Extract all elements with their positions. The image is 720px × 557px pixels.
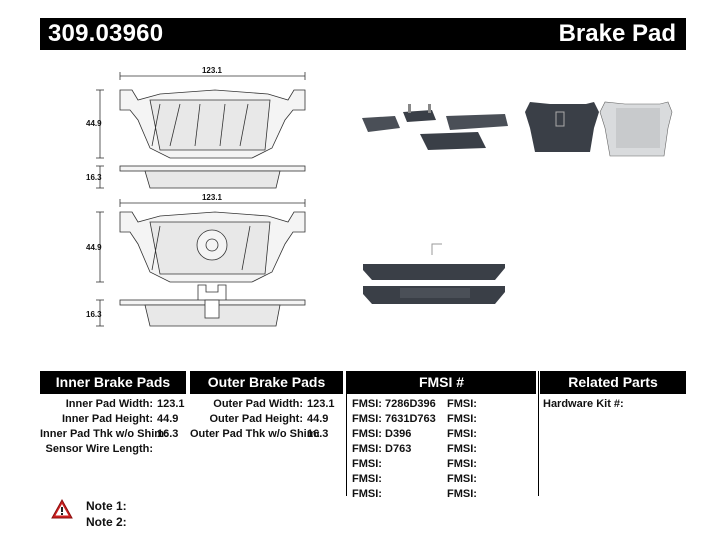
fmsi-label: FMSI: xyxy=(447,428,477,440)
inner-specs-header: Inner Brake Pads Specs xyxy=(40,371,186,413)
spec-label: Sensor Wire Length: xyxy=(45,443,153,455)
spec-row: Outer Pad Height: 44.9 xyxy=(190,412,340,427)
fmsi-label: FMSI: xyxy=(352,413,382,425)
spec-label: Outer Pad Width: xyxy=(213,398,303,410)
fmsi-value: 7631D763 xyxy=(385,413,436,425)
height-dimension-top: 44.9 xyxy=(86,119,102,128)
fmsi-row: FMSI: 7286D396 xyxy=(352,397,442,412)
height-dimension-bottom: 44.9 xyxy=(86,243,102,252)
fmsi-value: 7286D396 xyxy=(385,398,436,410)
product-type: Brake Pad xyxy=(558,20,676,47)
fmsi-label: FMSI: xyxy=(352,458,382,470)
fmsi-label: FMSI: xyxy=(352,428,382,440)
fmsi-row: FMSI: D763 xyxy=(352,442,442,457)
thickness-dimension-bottom: 16.3 xyxy=(86,310,102,319)
thickness-dimension-top: 16.3 xyxy=(86,173,102,182)
spec-value: 44.9 xyxy=(157,413,179,425)
related-parts-header: Related Parts xyxy=(540,371,686,394)
width-dimension-top: 123.1 xyxy=(202,66,223,75)
technical-drawing: 123.1 44.9 16.3 123.1 44.9 16.3 xyxy=(86,66,673,327)
fmsi-value: D396 xyxy=(385,428,412,440)
column-divider xyxy=(538,371,539,496)
spec-label: Inner Pad Width: xyxy=(65,398,153,410)
fmsi-label: FMSI: xyxy=(447,398,477,410)
spec-row: Inner Pad Height: 44.9 xyxy=(40,412,190,427)
fmsi-row: FMSI: D396 xyxy=(352,427,442,442)
pad-photo-side xyxy=(363,243,505,304)
fmsi-label: FMSI: xyxy=(447,458,477,470)
fmsi-row: FMSI: xyxy=(352,472,442,487)
fmsi-label: FMSI: xyxy=(447,488,477,500)
warning-triangle-icon xyxy=(51,498,73,519)
spec-value: 123.1 xyxy=(157,398,185,410)
note-1: Note 1: xyxy=(86,499,127,513)
notes: Note 1: Note 2: xyxy=(86,498,127,530)
part-number: 309.03960 xyxy=(48,20,164,47)
spec-row: Outer Pad Width: 123.1 xyxy=(190,397,340,412)
spec-label: Outer Pad Thk w/o Shim: xyxy=(190,428,321,440)
spec-row: Inner Pad Thk w/o Shim:16.3 xyxy=(40,427,190,442)
related-parts-list: Hardware Kit #: xyxy=(543,397,683,412)
note-2: Note 2: xyxy=(86,515,127,529)
fmsi-label: FMSI: xyxy=(447,473,477,485)
pad-photo-angled xyxy=(362,104,508,150)
spec-value: 16.3 xyxy=(157,428,179,440)
inner-specs-list: Inner Pad Width: 123.1 Inner Pad Height: 4… xyxy=(40,397,190,457)
fmsi-list-2: FMSI: FMSI: FMSI: FMSI: FMSI: FMSI: FMSI… xyxy=(447,397,537,502)
spec-row: Inner Pad Width: 123.1 xyxy=(40,397,190,412)
fmsi-value: D763 xyxy=(385,443,412,455)
outer-specs-header: Outer Brake Pads Specs xyxy=(190,371,343,413)
fmsi-label: FMSI: xyxy=(352,488,382,500)
spec-label: Outer Pad Height: xyxy=(209,413,303,425)
spec-value: 44.9 xyxy=(307,413,329,425)
spec-row: Outer Pad Thk w/o Shim:16.3 xyxy=(190,427,340,442)
fmsi-list-1: FMSI: 7286D396 FMSI: 7631D763 FMSI: D396… xyxy=(352,397,442,502)
fmsi-header: FMSI # xyxy=(347,371,536,394)
fmsi-row: FMSI: xyxy=(352,487,442,502)
pad-photo-front xyxy=(525,101,673,157)
spec-label: Inner Pad Height: xyxy=(61,413,153,425)
related-row: Hardware Kit #: xyxy=(543,397,683,412)
fmsi-label: FMSI: xyxy=(352,443,382,455)
width-dimension-bottom: 123.1 xyxy=(202,193,223,202)
column-divider xyxy=(346,371,347,496)
title-bar: 309.03960 Brake Pad xyxy=(40,18,686,50)
fmsi-label: FMSI: xyxy=(352,473,382,485)
outer-specs-list: Outer Pad Width: 123.1 Outer Pad Height: 4… xyxy=(190,397,340,442)
fmsi-row: FMSI: 7631D763 xyxy=(352,412,442,427)
hardware-kit-label: Hardware Kit #: xyxy=(543,398,624,410)
fmsi-row: FMSI: xyxy=(352,457,442,472)
fmsi-label: FMSI: xyxy=(447,413,477,425)
fmsi-label: FMSI: xyxy=(447,443,477,455)
spec-row: Sensor Wire Length: xyxy=(40,442,190,457)
spec-label: Inner Pad Thk w/o Shim: xyxy=(40,428,168,440)
fmsi-label: FMSI: xyxy=(352,398,382,410)
spec-value: 123.1 xyxy=(307,398,335,410)
spec-value: 16.3 xyxy=(307,428,329,440)
